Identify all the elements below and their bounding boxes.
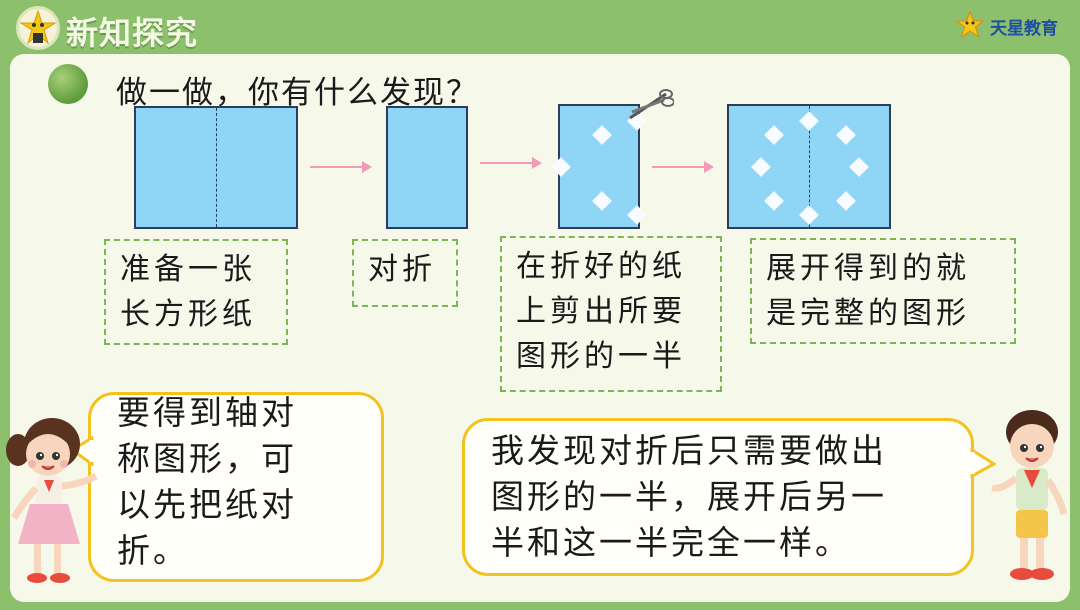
section-title: 新知探究 <box>66 8 198 54</box>
rectangle-paper <box>134 106 298 229</box>
green-dot-icon <box>48 64 88 104</box>
boy-speech-line-1: 我发现对折后只需要做出 <box>491 425 887 477</box>
boy-speech-line-2: 图形的一半，展开后另一 <box>491 471 887 523</box>
step-4-label: 展开得到的就 是完整的图形 <box>750 238 1016 344</box>
boy-speech-bubble: 我发现对折后只需要做出 图形的一半，展开后另一 半和这一半完全一样。 <box>462 418 974 576</box>
brand-star-icon <box>956 11 984 39</box>
header-bar: 新知探究 天星教育 <box>0 0 1080 52</box>
step-1-line-2: 长方形纸 <box>120 292 272 337</box>
girl-character-icon <box>4 414 104 594</box>
step-1-line-1: 准备一张 <box>120 247 272 292</box>
step-3-label: 在折好的纸 上剪出所要 图形的一半 <box>500 236 722 392</box>
step-1-label: 准备一张 长方形纸 <box>104 239 288 345</box>
step-3-line-3: 图形的一半 <box>516 334 706 379</box>
girl-speech-line-3: 以先把纸对 <box>117 479 297 531</box>
cut-shape <box>849 157 869 177</box>
cut-shape <box>751 157 771 177</box>
girl-speech-bubble: 要得到轴对 称图形，可 以先把纸对 折。 <box>88 392 384 582</box>
step-3-line-2: 上剪出所要 <box>516 289 706 334</box>
step-4-line-2: 是完整的图形 <box>766 291 1000 336</box>
cut-shape <box>799 205 819 225</box>
cut-shape <box>764 125 784 145</box>
girl-speech-line-1: 要得到轴对 <box>117 387 297 439</box>
step-2-label: 对折 <box>352 239 458 307</box>
mascot-badge-icon <box>16 6 60 50</box>
fold-line <box>216 108 217 227</box>
cut-shape <box>799 111 819 131</box>
girl-speech-line-2: 称图形，可 <box>117 433 297 485</box>
step-2-line-1: 对折 <box>368 247 442 292</box>
step-3-line-1: 在折好的纸 <box>516 244 706 289</box>
cut-shape <box>836 125 856 145</box>
arrow-right-icon <box>310 166 370 168</box>
folded-paper <box>386 106 468 229</box>
scissors-icon <box>624 88 674 124</box>
arrow-right-icon <box>652 166 712 168</box>
boy-speech-line-3: 半和这一半完全一样。 <box>491 517 851 569</box>
cut-shape <box>764 191 784 211</box>
unfolded-paper <box>727 104 891 229</box>
girl-speech-line-4: 折。 <box>117 525 189 577</box>
cut-shape <box>592 125 612 145</box>
step-4-line-1: 展开得到的就 <box>766 246 1000 291</box>
cut-shape <box>836 191 856 211</box>
brand-name: 天星教育 <box>990 14 1058 39</box>
boy-character-icon <box>986 406 1076 596</box>
arrow-right-icon <box>480 162 540 164</box>
cut-shape <box>592 191 612 211</box>
